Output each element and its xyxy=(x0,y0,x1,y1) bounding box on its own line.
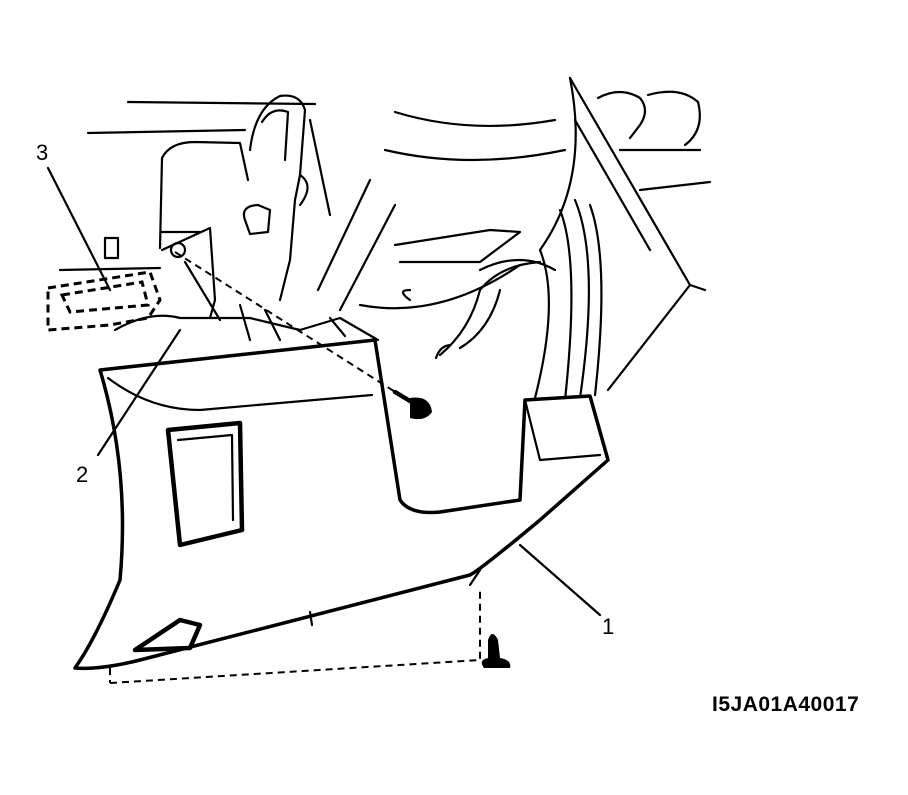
callout-3: 3 xyxy=(36,140,49,165)
leader-line-1 xyxy=(518,543,602,617)
bolt-upper xyxy=(392,389,432,420)
callout-1: 1 xyxy=(602,614,615,639)
leader-line-3 xyxy=(46,166,112,292)
screw-lower xyxy=(481,634,511,668)
callout-2: 2 xyxy=(76,462,89,487)
dashboard-background xyxy=(58,76,712,402)
part-3-outline xyxy=(46,270,162,332)
reference-code: I5JA01A40017 xyxy=(712,693,860,716)
leader-line-2 xyxy=(96,328,182,457)
part-2-bracket xyxy=(113,226,380,342)
fastener-dashed-paths xyxy=(109,251,481,684)
leader-lines xyxy=(46,166,602,617)
part-1-knee-bolster-panel xyxy=(73,338,610,671)
